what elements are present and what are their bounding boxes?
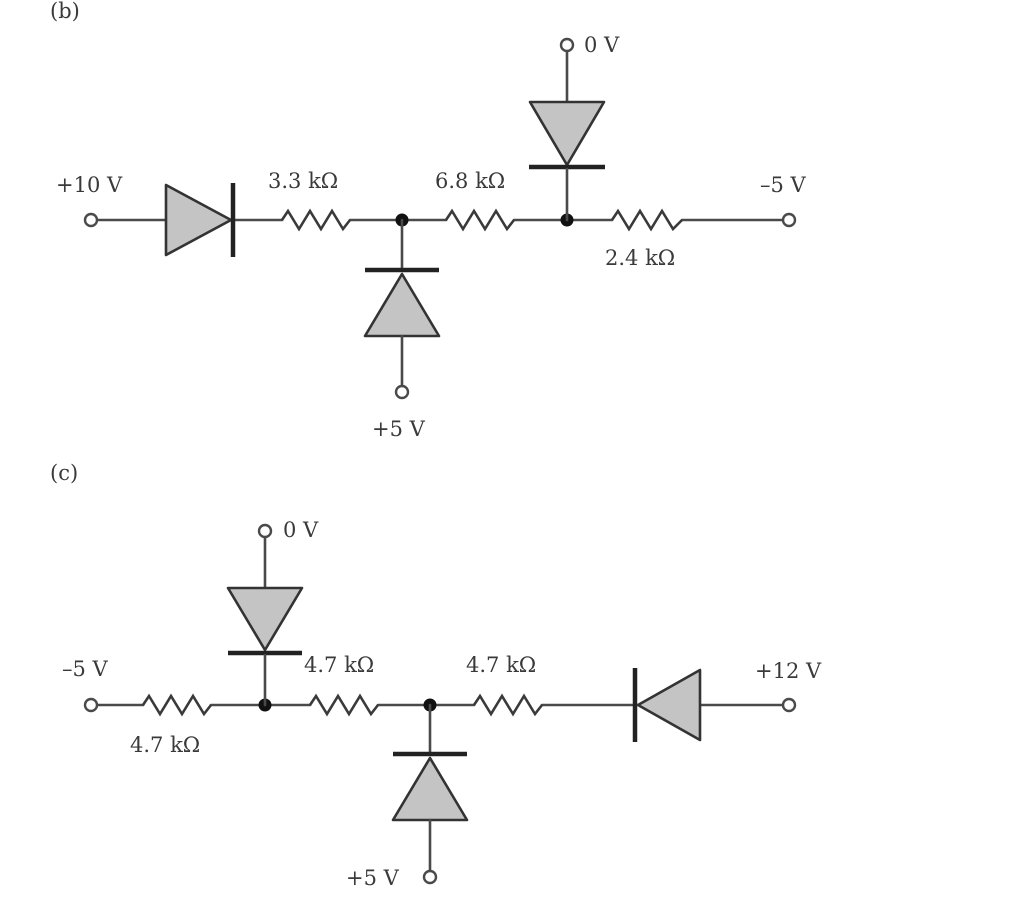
diode-c-series (636, 668, 702, 742)
resistor-b-r3 (610, 208, 683, 232)
panel-b-label: (b) (50, 0, 80, 23)
terminal-c-top (257, 523, 273, 539)
panel-c-label: (c) (50, 461, 78, 485)
resistor-b-r2 (444, 208, 516, 232)
terminal-c-right (781, 697, 797, 713)
resistor-c-right (472, 693, 544, 717)
resistor-c-mid (308, 693, 380, 717)
label-b-top: 0 V (584, 33, 620, 57)
terminal-b-input (83, 212, 99, 228)
resistor-c-left (141, 693, 213, 717)
panel-c: (c) –5 V 4.7 kΩ 4.7 kΩ 4.7 kΩ +12 V (50, 461, 822, 890)
label-b-input: +10 V (56, 173, 123, 197)
resistor-b-r1 (280, 208, 352, 232)
label-c-left: –5 V (62, 657, 109, 681)
label-c-right: +12 V (755, 659, 822, 683)
label-b-bottom: +5 V (372, 417, 426, 441)
label-c-top: 0 V (283, 518, 319, 542)
diode-b-top (528, 100, 606, 167)
label-b-right: –5 V (760, 173, 807, 197)
diode-b-bottom (363, 272, 441, 338)
label-b-r1: 3.3 kΩ (268, 169, 338, 193)
diode-c-top (226, 586, 304, 652)
diode-b-series (164, 183, 233, 257)
label-c-r-left: 4.7 kΩ (130, 733, 200, 757)
terminal-b-top (559, 37, 575, 53)
label-b-r2: 6.8 kΩ (435, 169, 505, 193)
label-b-r3: 2.4 kΩ (605, 246, 675, 270)
terminal-c-bottom (422, 869, 438, 885)
terminal-b-bottom (394, 384, 410, 400)
diode-c-bottom (391, 756, 469, 822)
terminal-b-right (781, 212, 797, 228)
label-c-bottom: +5 V (346, 866, 400, 890)
label-c-r-right: 4.7 kΩ (466, 653, 536, 677)
label-c-r-mid: 4.7 kΩ (304, 653, 374, 677)
terminal-c-left (83, 697, 99, 713)
panel-b: (b) +10 V 3.3 kΩ 6.8 kΩ 2.4 kΩ –5 V (50, 0, 807, 441)
